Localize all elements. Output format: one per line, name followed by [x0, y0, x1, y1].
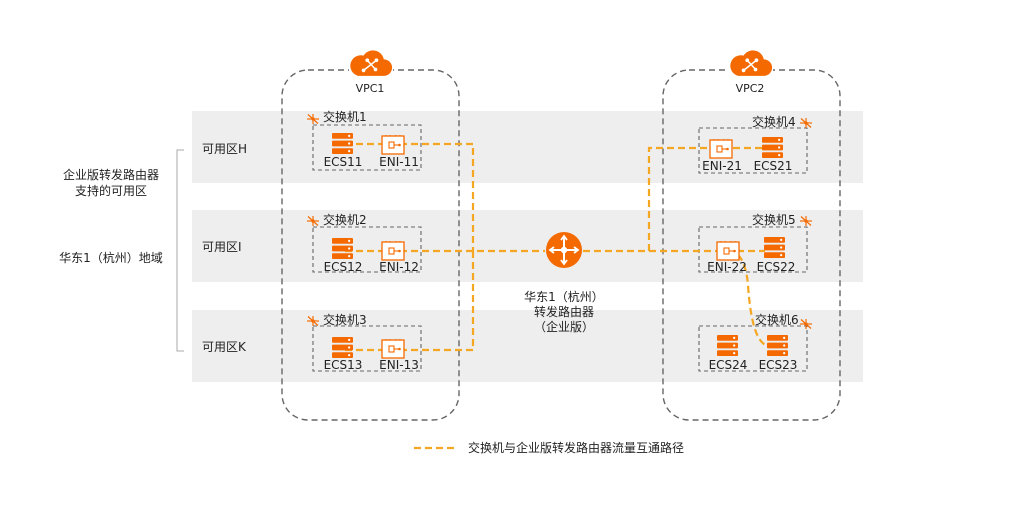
eni22-label: ENI-22: [707, 260, 747, 274]
path-switch3: [345, 251, 475, 352]
router-label-line3: （企业版）: [533, 320, 594, 334]
region-name: 华东1（杭州）地域: [59, 251, 163, 265]
eni-icon: [381, 339, 405, 359]
ecs13-label: ECS13: [323, 358, 363, 372]
eni-icon: [381, 135, 405, 155]
server-icon: [332, 337, 353, 358]
server-icon: [332, 133, 353, 154]
switch4-label: 交换机4: [752, 115, 796, 129]
zone-label-k: 可用区K: [202, 340, 246, 354]
switch1-box: [312, 124, 422, 171]
path-switch1: [345, 142, 475, 251]
ecs22-label: ECS22: [756, 260, 796, 274]
ecs24-label: ECS24: [708, 358, 748, 372]
vpc1-label: VPC1: [355, 82, 385, 95]
server-icon: [762, 137, 783, 158]
zone-band-h: [192, 111, 863, 183]
server-icon: [764, 237, 785, 258]
router-icon: [546, 232, 582, 268]
server-icon: [332, 238, 353, 259]
switch3-box: [312, 325, 422, 372]
server-icon: [717, 335, 738, 356]
switch6-box: [698, 325, 808, 372]
region-label-line1: 企业版转发路由器: [62, 168, 159, 182]
legend-label: 交换机与企业版转发路由器流量互通路径: [468, 441, 685, 455]
router-label-line2: 转发路由器: [533, 305, 594, 319]
zone-band-i: [192, 210, 863, 282]
region-label-line2: 支持的可用区: [74, 184, 147, 198]
ecs23-label: ECS23: [758, 358, 798, 372]
router-label-line1: 华东1（杭州）: [524, 290, 604, 304]
eni-icon: [716, 241, 740, 261]
eni11-label: ENI-11: [379, 155, 419, 169]
eni12-label: ENI-12: [379, 260, 419, 274]
switch6-label: 交换机6: [755, 313, 799, 327]
region-bracket: [176, 149, 184, 352]
eni-icon: [381, 241, 405, 261]
server-icon: [767, 335, 788, 356]
eni21-label: ENI-21: [702, 159, 742, 173]
ecs11-label: ECS11: [323, 155, 363, 169]
ecs21-label: ECS21: [753, 159, 793, 173]
switch4-box: [698, 127, 808, 174]
vpc2-label: VPC2: [735, 82, 765, 95]
switch2-box: [312, 226, 422, 273]
switch5-box: [698, 226, 808, 273]
switch5-label: 交换机5: [752, 213, 796, 227]
switch2-label: 交换机2: [323, 213, 367, 227]
ecs12-label: ECS12: [323, 260, 363, 274]
path-switch6: [727, 249, 771, 348]
zone-label-h: 可用区H: [202, 142, 248, 156]
eni13-label: ENI-13: [379, 358, 419, 372]
zone-label-i: 可用区I: [202, 240, 242, 254]
switch1-label: 交换机1: [323, 110, 367, 124]
eni-icon: [709, 139, 733, 159]
zone-band-k: [192, 310, 863, 382]
switch3-label: 交换机3: [323, 313, 367, 327]
